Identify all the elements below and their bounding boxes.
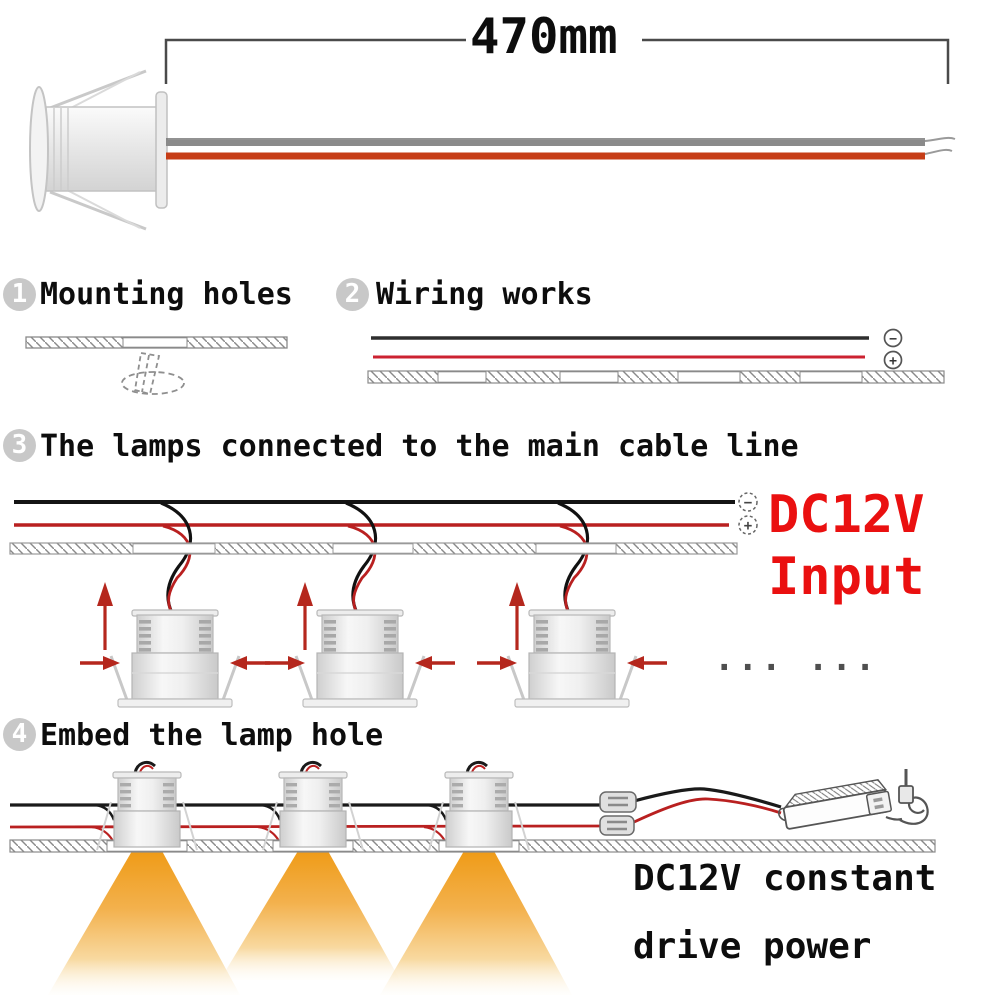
driver-label-line2: drive power: [633, 926, 872, 967]
dc-input-line1: DC12V: [768, 485, 925, 545]
step-4-label: Embed the lamp hole: [40, 718, 384, 753]
svg-text:+: +: [889, 354, 897, 369]
step-1-badge: 1: [3, 278, 36, 311]
step3-minus-symbol: −: [738, 492, 758, 512]
driver-label-line1: DC12V constant: [633, 858, 937, 899]
step-3-label: The lamps connected to the main cable li…: [40, 429, 799, 464]
step-2-badge: 2: [336, 278, 369, 311]
dimension-line-470mm: [164, 38, 950, 84]
dimension-label: 470mm: [470, 8, 618, 65]
step2-panel-with-holes: [367, 370, 945, 384]
step3-lamp-drop-wires: [160, 501, 590, 614]
step3-up-arrows: [97, 582, 525, 650]
dc-input-annotation: DC12V Input: [768, 484, 925, 608]
more-lamps-ellipsis: ... ...: [714, 639, 878, 679]
svg-text:−: −: [889, 332, 897, 347]
step3-panel: [9, 542, 738, 555]
step4-light-cones: [48, 851, 572, 995]
svg-text:−: −: [744, 495, 752, 511]
step-4-badge: 4: [3, 718, 36, 751]
step1-drill-hole-icon: [121, 351, 185, 396]
wire-connector-blocks: [599, 791, 637, 836]
power-plug-icon: [885, 769, 929, 825]
step-3-badge: 3: [3, 429, 36, 462]
step3-lamp-2: [294, 608, 426, 709]
svg-text:+: +: [744, 518, 752, 534]
step3-main-cables: [14, 500, 735, 527]
step3-lamp-3: [506, 608, 638, 709]
lamp-cable-wires: [166, 136, 956, 160]
dc-input-line2: Input: [768, 547, 925, 607]
step2-plus-symbol: +: [883, 350, 903, 370]
step-1-label: Mounting holes: [40, 277, 293, 312]
step1-panel-cross-section: [25, 336, 288, 349]
step-2-label: Wiring works: [376, 277, 593, 312]
step2-minus-symbol: −: [883, 328, 903, 348]
lamp-side-view-icon: [29, 69, 168, 231]
step2-wiring-diagram: − +: [367, 328, 945, 384]
driver-box-icon: [778, 779, 892, 830]
step3-lamp-1: [109, 608, 241, 709]
step3-plus-symbol: +: [738, 515, 758, 535]
step3-side-arrows: [80, 656, 667, 670]
